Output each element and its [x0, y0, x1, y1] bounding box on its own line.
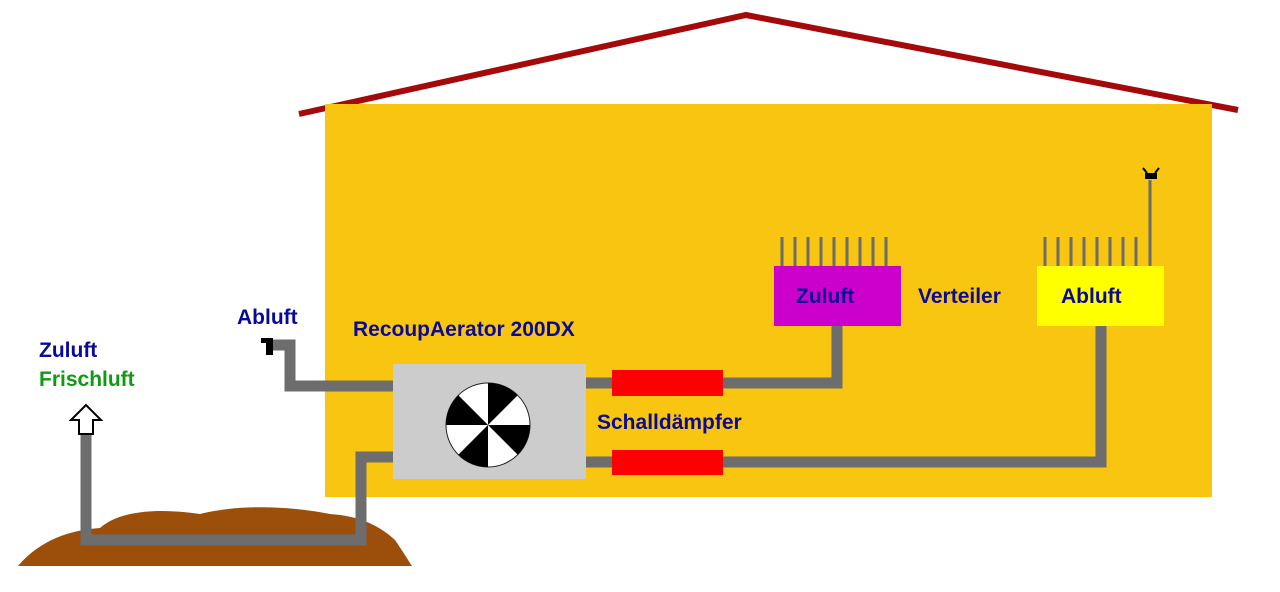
supply-box-label: Zuluft — [796, 285, 854, 308]
supply-distributor-outlets — [780, 237, 888, 266]
intake-arrow-icon — [68, 403, 104, 435]
vent-cap-icon — [1142, 167, 1160, 179]
supply-distributor — [774, 266, 901, 326]
roof — [298, 11, 1239, 117]
exhaust-pipe — [268, 339, 393, 392]
silencer-label: Schalldämpfer — [597, 411, 742, 434]
outside-supply-label: Zuluft — [39, 339, 97, 362]
exhaust-distributor-outlets — [1043, 180, 1152, 266]
exhaust-distributor — [1037, 266, 1164, 326]
exhaust-box-label: Abluft — [1061, 285, 1122, 308]
return-pipe — [585, 326, 1107, 468]
silencer-return — [612, 450, 723, 475]
fan-icon — [445, 382, 531, 468]
unit-title: RecoupAerator 200DX — [353, 318, 575, 341]
silencer-supply — [612, 370, 723, 396]
intake-pipe — [80, 432, 393, 546]
exhaust-cap-icon — [261, 338, 273, 355]
fresh-air-label: Frischluft — [39, 368, 135, 391]
distributor-label: Verteiler — [918, 285, 1001, 308]
outside-exhaust-label: Abluft — [237, 306, 298, 329]
